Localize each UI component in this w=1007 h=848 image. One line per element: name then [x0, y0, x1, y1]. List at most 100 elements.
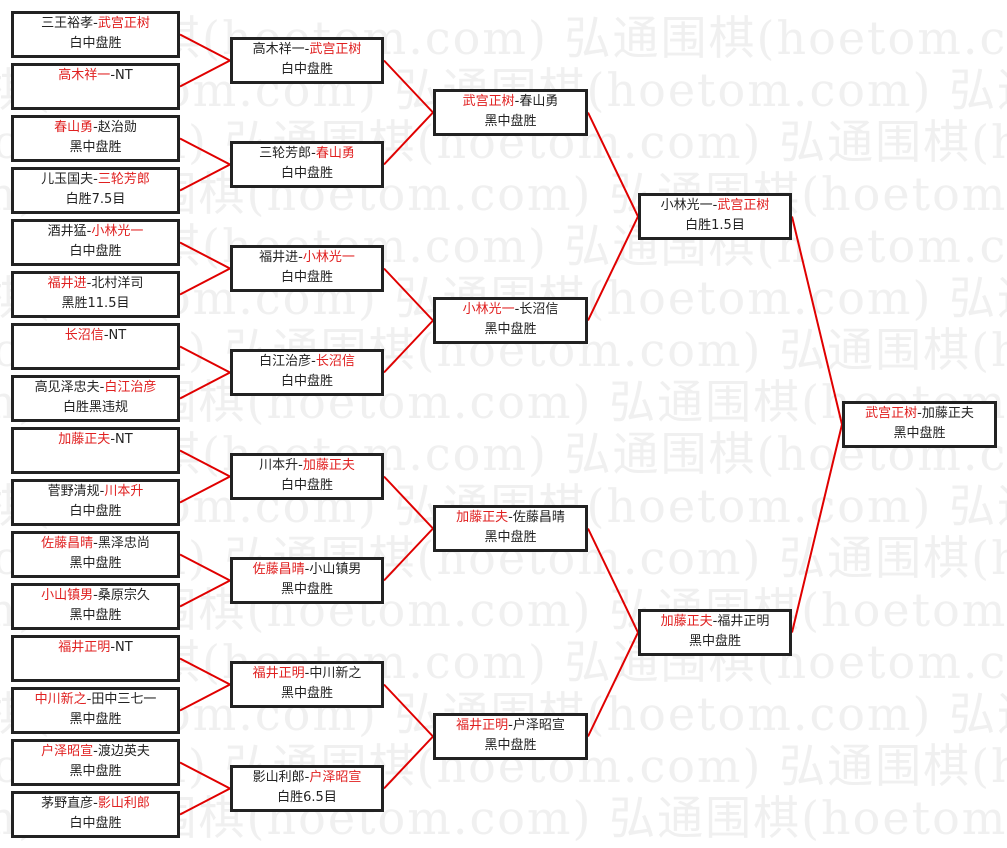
player-white: 赵治勋 [97, 120, 137, 135]
match-players: 福井正明-NT [13, 638, 178, 658]
connector-line [179, 241, 231, 270]
match-box: 福井进-北村洋司黑胜11.5目 [11, 271, 180, 318]
connector-line [383, 319, 434, 374]
separator: - [311, 146, 316, 161]
separator: - [99, 380, 105, 395]
match-result: 白胜黑违规 [62, 400, 128, 415]
match-players: 福井进-小林光一 [232, 248, 382, 268]
match-result: 黑中盘胜 [69, 712, 122, 727]
player-white: 福井正明 [717, 614, 770, 629]
match-box: 菅野清规-川本升白中盘胜 [11, 479, 180, 526]
player-white: 北村洋司 [91, 276, 144, 291]
separator: - [93, 588, 98, 603]
connector-line [179, 787, 231, 816]
match-players: 福井正明-户泽昭宣 [435, 716, 586, 736]
connector-line [383, 59, 434, 114]
match-box: 高木祥一-武宫正树白中盘胜 [230, 37, 384, 84]
match-box: 福井正明-中川新之黑中盘胜 [230, 661, 384, 708]
player-black: 影山利郎 [252, 770, 305, 785]
connector-line [179, 657, 231, 686]
match-players: 影山利郎-户泽昭宣 [232, 768, 382, 788]
player-black: 高木祥一 [252, 42, 305, 57]
separator: - [93, 536, 98, 551]
player-white: 渡边英夫 [97, 744, 150, 759]
match-result: 白中盘胜 [69, 504, 122, 519]
player-white: 桑原宗久 [97, 588, 150, 603]
match-box: 武宫正树-春山勇黑中盘胜 [433, 89, 588, 136]
connector-line [179, 137, 231, 166]
match-box: 白江治彦-长沼信白中盘胜 [230, 349, 384, 396]
match-players: 高见泽忠夫-白江治彦 [13, 378, 178, 398]
separator: - [93, 744, 98, 759]
match-players: 武宫正树-春山勇 [435, 92, 586, 112]
separator: - [298, 458, 303, 473]
match-box: 茅野直彦-影山利郎白中盘胜 [11, 791, 180, 838]
connector-line [179, 475, 231, 504]
player-black: 福井正明 [252, 666, 305, 681]
separator: - [93, 120, 98, 135]
player-black: 儿玉国夫 [41, 172, 94, 187]
separator: - [304, 562, 310, 577]
match-result: 黑胜11.5目 [61, 296, 130, 311]
separator: - [508, 718, 513, 733]
player-white: NT [115, 432, 133, 447]
match-result: 白中盘胜 [69, 36, 122, 51]
player-white: NT [108, 328, 127, 343]
match-box: 小林光一-武宫正树白胜1.5目 [638, 193, 792, 240]
match-players: 福井进-北村洋司 [13, 274, 178, 294]
separator: - [514, 94, 520, 109]
player-white: 白江治彦 [104, 380, 157, 395]
match-result: 黑中盘胜 [893, 426, 946, 441]
match-box: 佐藤昌晴-小山镇男黑中盘胜 [230, 557, 384, 604]
connector-line [179, 449, 231, 478]
match-players: 春山勇-赵治勋 [13, 118, 178, 138]
player-black: 武宫正树 [462, 94, 515, 109]
separator: - [93, 16, 98, 31]
match-result: 白中盘胜 [69, 244, 122, 259]
player-black: 加藤正夫 [456, 510, 509, 525]
player-black: 小山镇男 [41, 588, 94, 603]
connector-line [587, 632, 639, 737]
connector-line [179, 163, 231, 192]
match-players: 白江治彦-长沼信 [232, 352, 382, 372]
match-box: 长沼信-NT [11, 323, 180, 370]
player-black: 长沼信 [64, 328, 104, 343]
connector-line [383, 735, 434, 790]
match-result: 白中盘胜 [280, 270, 333, 285]
match-players: 佐藤昌晴-黑泽忠尚 [13, 534, 178, 554]
player-white: 户泽昭宣 [309, 770, 362, 785]
match-players: 加藤正夫-NT [13, 430, 178, 450]
connector-line [791, 216, 843, 425]
player-white: 春山勇 [519, 94, 559, 109]
connector-line [383, 267, 434, 322]
match-box: 中川新之-田中三七一黑中盘胜 [11, 687, 180, 734]
match-result: 黑中盘胜 [484, 738, 537, 753]
match-result: 白胜1.5目 [685, 218, 745, 233]
match-players: 加藤正夫-佐藤昌晴 [435, 508, 586, 528]
player-black: 中川新之 [34, 692, 87, 707]
player-black: 小林光一 [660, 198, 713, 213]
connector-line [179, 267, 231, 296]
player-white: 春山勇 [315, 146, 355, 161]
separator: - [86, 224, 92, 239]
match-box: 佐藤昌晴-黑泽忠尚黑中盘胜 [11, 531, 180, 578]
separator: - [712, 198, 718, 213]
match-result: 白中盘胜 [280, 478, 333, 493]
player-white: 三轮芳郎 [97, 172, 150, 187]
match-result: 黑中盘胜 [484, 114, 537, 129]
player-white: 中川新之 [309, 666, 362, 681]
separator: - [86, 276, 92, 291]
match-players: 小山镇男-桑原宗久 [13, 586, 178, 606]
match-result: 黑中盘胜 [280, 582, 333, 597]
match-players: 川本升-加藤正夫 [232, 456, 382, 476]
match-result: 黑中盘胜 [280, 686, 333, 701]
match-players: 小林光一-长沼信 [435, 300, 586, 320]
separator: - [110, 432, 116, 447]
player-black: 白江治彦 [259, 354, 312, 369]
separator: - [99, 484, 105, 499]
match-players: 高木祥一-武宫正树 [232, 40, 382, 60]
match-result: 白中盘胜 [280, 374, 333, 389]
player-white: 影山利郎 [97, 796, 150, 811]
match-result: 黑中盘胜 [69, 608, 122, 623]
